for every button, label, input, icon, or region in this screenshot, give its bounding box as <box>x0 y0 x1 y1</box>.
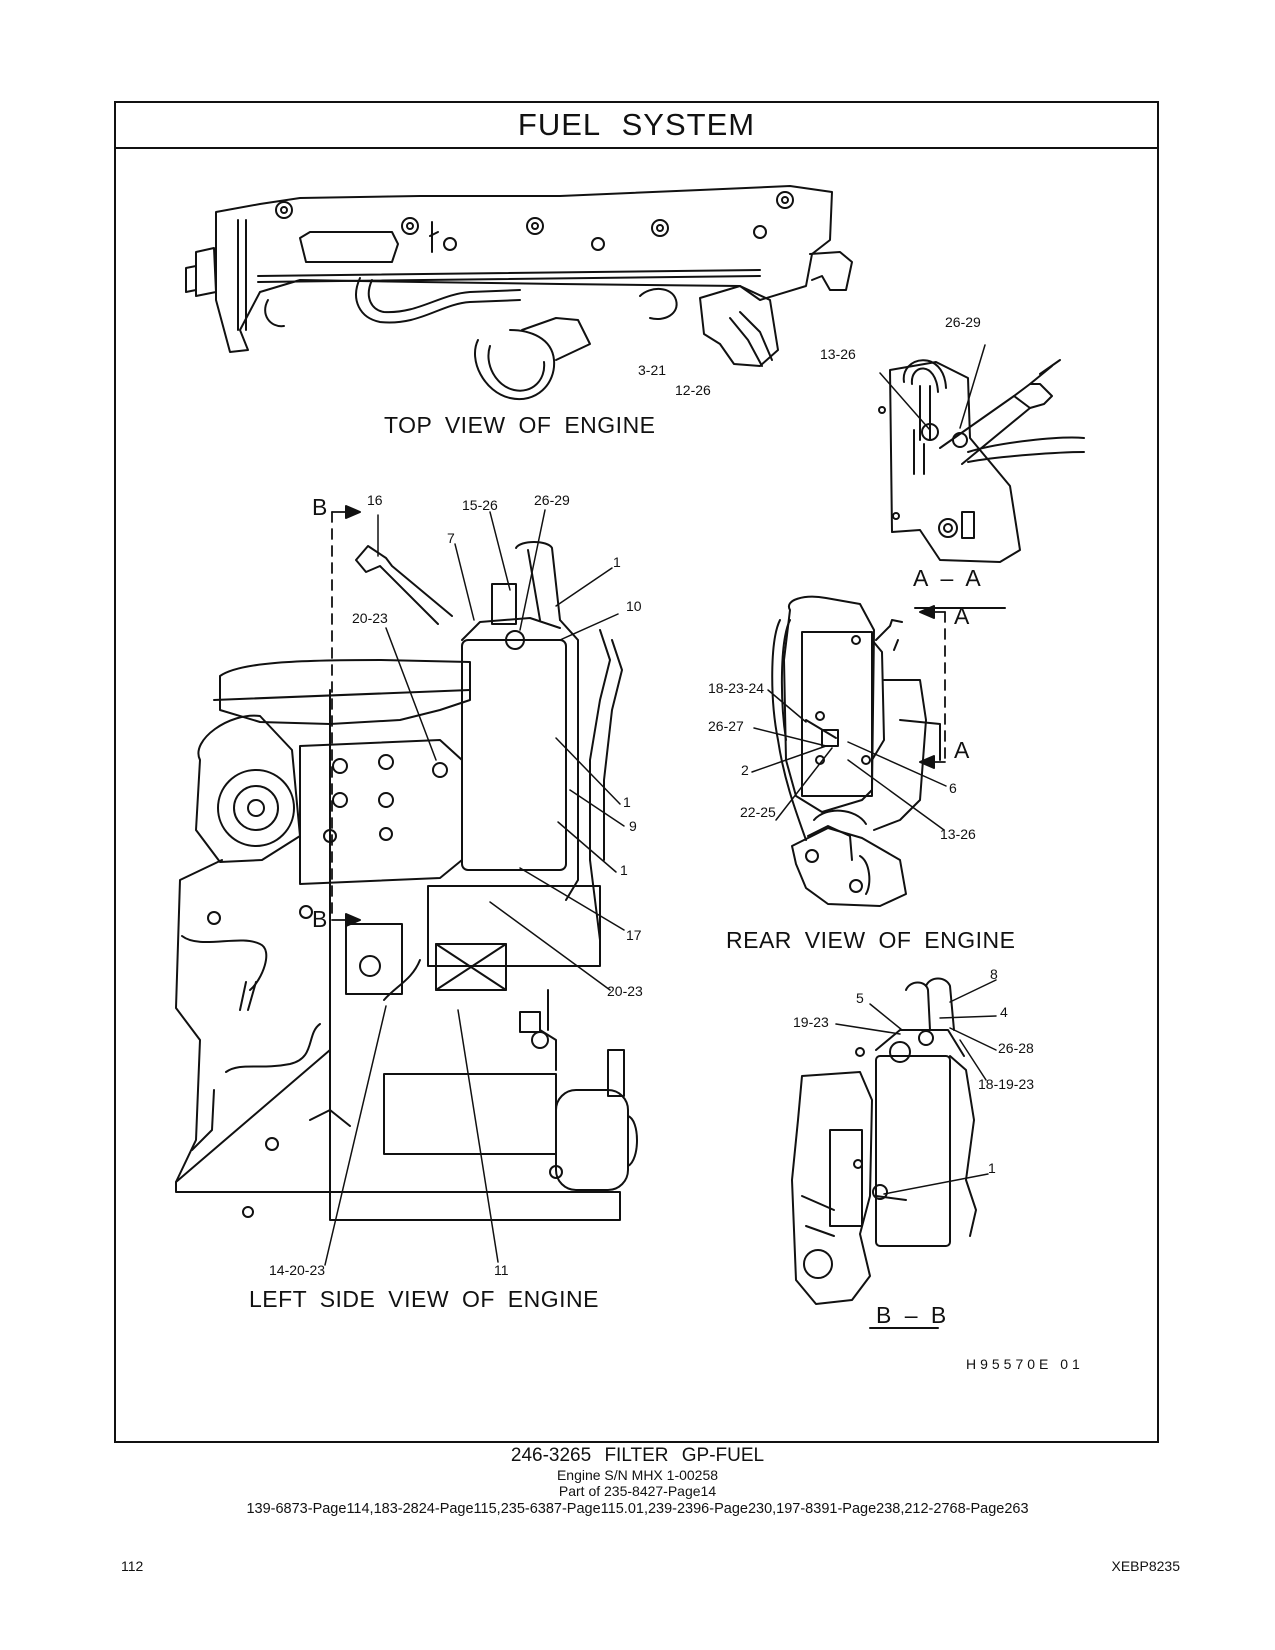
section-aa-title: A – A <box>913 565 982 591</box>
section-b-arrow-bottom <box>345 913 361 927</box>
callout-label: 15-26 <box>462 497 498 513</box>
callout-label: 9 <box>629 818 637 834</box>
leader-aa-13-26 <box>879 372 931 431</box>
section-a-marker-bottom: A <box>954 737 970 763</box>
drawing-frame: FUEL SYSTEM <box>114 101 1159 1443</box>
section-b-arrow-top <box>345 505 361 519</box>
top-view-title: TOP VIEW OF ENGINE <box>384 412 656 438</box>
callout-label: 13-26 <box>820 346 856 362</box>
callout-label: 2 <box>741 762 749 778</box>
engine-serial: Engine S/N MHX 1-00258 <box>556 1467 719 1483</box>
callout-label: 13-26 <box>940 826 976 842</box>
section-a-arrow-bottom <box>919 755 935 769</box>
section-a-arrow-top <box>919 605 935 619</box>
callout-label: 17 <box>626 927 642 943</box>
callout-label: 1 <box>623 794 631 810</box>
callout-label: 3-21 <box>638 362 667 378</box>
callout-label: 18-19-23 <box>978 1076 1035 1092</box>
callout-label: 1 <box>620 862 628 878</box>
section-b-marker-top: B <box>312 494 328 520</box>
callout-label: 7 <box>447 530 455 546</box>
callout-label: 6 <box>949 780 957 796</box>
section-aa-drawing <box>878 359 1085 563</box>
part-title: 246-3265 FILTER GP-FUEL <box>510 1445 765 1466</box>
leader-aa-26-29 <box>959 344 986 429</box>
page-title: FUEL SYSTEM <box>116 103 1157 149</box>
drawing-id: H95570E 01 <box>966 1356 1084 1372</box>
callout-label: 19-23 <box>793 1014 829 1030</box>
top-view-drawing <box>185 185 853 401</box>
part-of-reference: Part of 235-8427-Page14 <box>558 1483 717 1499</box>
callout-label: 5 <box>856 990 864 1006</box>
callout-label: 20-23 <box>352 610 388 626</box>
callout-label: 11 <box>494 1262 509 1278</box>
rear-view-title: REAR VIEW OF ENGINE <box>726 927 1016 953</box>
callout-label: 26-29 <box>945 314 981 330</box>
page-references: 139-6873-Page114,183-2824-Page115,235-63… <box>246 1501 1029 1517</box>
callout-label: 18-23-24 <box>708 680 765 696</box>
callout-label: 22-25 <box>740 804 776 820</box>
callout-label: 16 <box>367 492 383 508</box>
section-bb-title: B – B <box>876 1302 947 1328</box>
callout-label: 26-28 <box>998 1040 1034 1056</box>
callout-label: 26-29 <box>534 492 570 508</box>
callout-label: 1 <box>613 554 621 570</box>
section-a-marker-top: A <box>954 603 970 629</box>
callout-label: 10 <box>626 598 642 614</box>
callout-label: 12-26 <box>675 382 711 398</box>
callout-label: 26-27 <box>708 718 744 734</box>
left-side-view-drawing <box>175 541 638 1221</box>
section-b-marker-bottom: B <box>312 906 328 932</box>
callout-label: 1 <box>988 1160 996 1176</box>
callout-label: 8 <box>990 966 998 982</box>
page-number: 112 <box>121 1558 144 1574</box>
left-side-view-title: LEFT SIDE VIEW OF ENGINE <box>249 1286 599 1312</box>
document-code: XEBP8235 <box>1111 1558 1181 1574</box>
callout-label: 4 <box>1000 1004 1008 1020</box>
callout-label: 14-20-23 <box>269 1262 326 1278</box>
callout-label: 20-23 <box>607 983 643 999</box>
section-bb-drawing <box>791 977 977 1305</box>
